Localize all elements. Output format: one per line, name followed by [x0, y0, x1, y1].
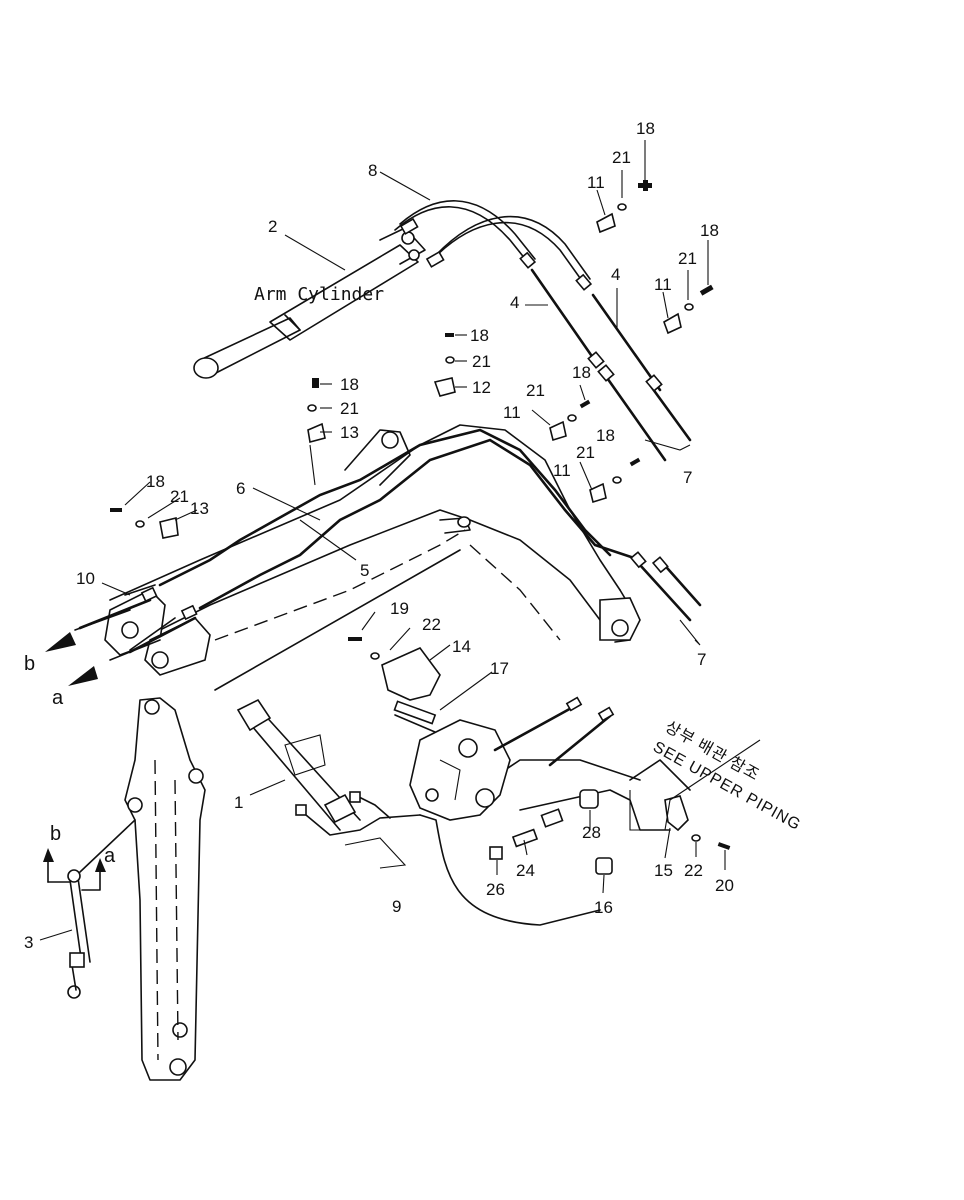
callout-24: 24 [516, 861, 535, 880]
connector-a-top: a [52, 687, 64, 709]
callout-18: 18 [470, 326, 489, 345]
arm-body [43, 697, 206, 1081]
callout-9: 9 [392, 897, 401, 916]
callout-26: 26 [486, 880, 505, 899]
callout-18: 18 [636, 119, 655, 138]
link-bracket [348, 637, 615, 821]
callout-12: 12 [472, 378, 491, 397]
small-parts [489, 789, 731, 875]
callout-4: 4 [510, 293, 519, 312]
callout-21: 21 [170, 487, 189, 506]
callout-13: 13 [190, 499, 209, 518]
callout-8: 8 [368, 161, 377, 180]
callout-13: 13 [340, 423, 359, 442]
callout-18: 18 [340, 375, 359, 394]
callout-21: 21 [612, 148, 631, 167]
connector-a-side: a [104, 845, 116, 867]
callout-16: 16 [594, 898, 613, 917]
callout-15: 15 [654, 861, 673, 880]
callout-3: 3 [24, 933, 33, 952]
callout-18: 18 [572, 363, 591, 382]
callout-18: 18 [596, 426, 615, 445]
callout-1: 1 [234, 793, 243, 812]
callout-20: 20 [715, 876, 734, 895]
callout-7: 7 [683, 468, 692, 487]
callout-28: 28 [582, 823, 601, 842]
callout-21: 21 [678, 249, 697, 268]
arm-cylinder-annotation: Arm Cylinder [254, 284, 384, 305]
boom-assembly [45, 333, 702, 686]
callout-19: 19 [390, 599, 409, 618]
callout-10: 10 [76, 569, 95, 588]
callout-labels: 2 8 4 4 18 21 11 18 21 11 18 21 12 18 21… [24, 119, 734, 952]
callout-4: 4 [611, 265, 620, 284]
connector-letters: b a b a [24, 653, 116, 867]
connector-b-top: b [24, 653, 35, 675]
callout-18: 18 [700, 221, 719, 240]
callout-18: 18 [146, 472, 165, 491]
leader-lines [39, 140, 761, 941]
callout-2: 2 [268, 217, 277, 236]
upper-hoses [394, 180, 714, 462]
callout-11: 11 [553, 461, 571, 480]
arm-cylinder-part [193, 227, 426, 379]
connector-b-side: b [50, 823, 61, 845]
callout-21: 21 [526, 381, 545, 400]
callout-11: 11 [587, 173, 605, 192]
callout-17: 17 [490, 659, 509, 678]
callout-7: 7 [697, 650, 706, 669]
callout-5: 5 [360, 561, 369, 580]
callout-11: 11 [503, 403, 521, 422]
callout-22: 22 [684, 861, 703, 880]
callout-6: 6 [236, 479, 245, 498]
callout-22: 22 [422, 615, 441, 634]
callout-21: 21 [472, 352, 491, 371]
callout-14: 14 [452, 637, 471, 656]
callout-21: 21 [340, 399, 359, 418]
callout-11: 11 [654, 275, 672, 294]
callout-21: 21 [576, 443, 595, 462]
